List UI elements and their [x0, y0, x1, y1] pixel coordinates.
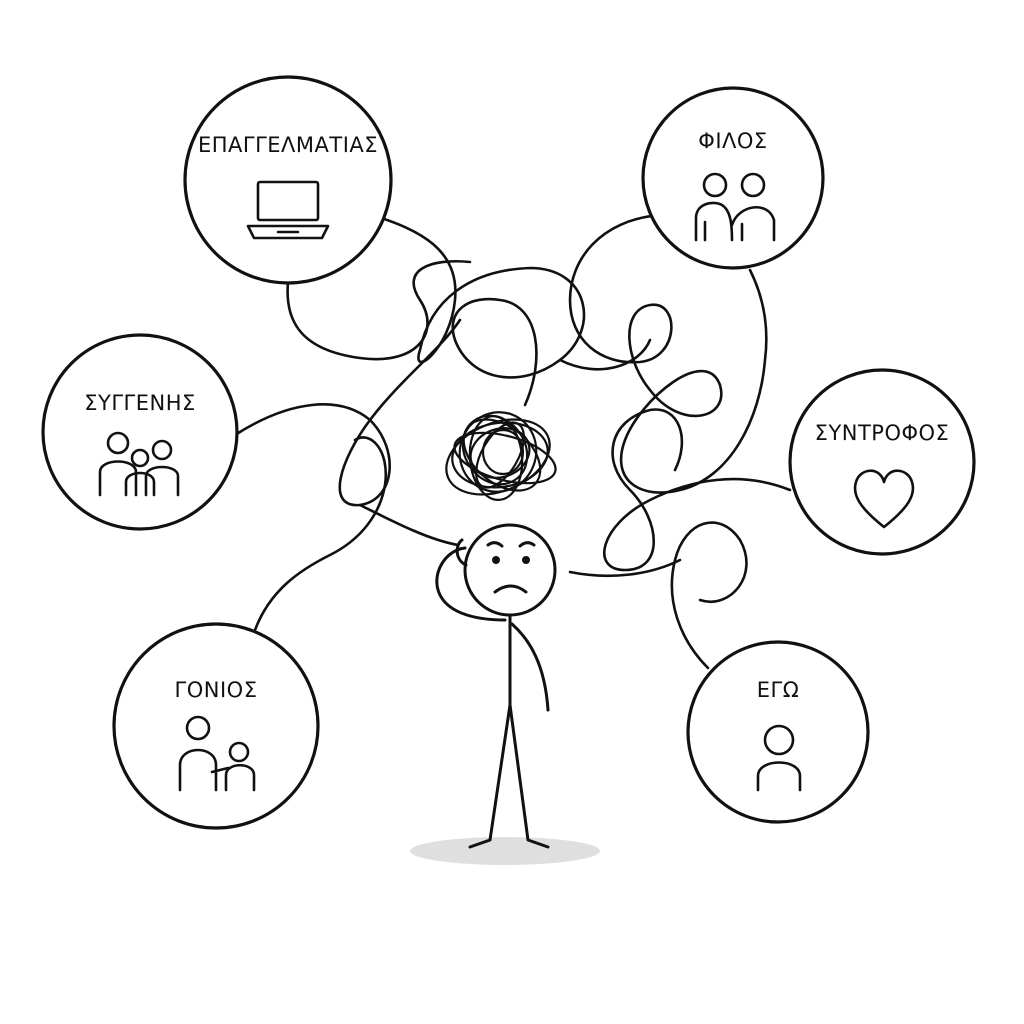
node-professional-circle [183, 75, 393, 285]
node-partner: ΣΥΝΤΡΟΦΟΣ [788, 368, 976, 556]
node-parent: ΓΟΝΙΟΣ [112, 622, 320, 830]
family-icon [98, 431, 180, 497]
node-professional-label: ΕΠΑΓΓΕΛΜΑΤΙΑΣ [198, 133, 378, 157]
thread-relative [233, 318, 462, 507]
thread-professional-2 [286, 260, 472, 361]
confused-stick-figure [435, 523, 557, 849]
thread-parent [253, 436, 388, 632]
figure-head [463, 523, 557, 617]
tangled-scribble-icon [445, 411, 557, 502]
thread-partner [603, 408, 792, 572]
node-self-label: ΕΓΩ [757, 678, 800, 702]
node-relative-circle [41, 333, 239, 531]
thread-self [670, 521, 748, 670]
two-friends-icon [694, 172, 776, 242]
node-friend-circle [641, 86, 825, 270]
node-relative: ΣΥΓΓΕΝΗΣ [41, 333, 239, 531]
laptop-icon [246, 180, 330, 240]
node-partner-label: ΣΥΝΤΡΟΦΟΣ [815, 421, 950, 445]
node-professional: ΕΠΑΓΓΕΛΜΑΤΙΑΣ [183, 75, 393, 285]
thread-professional [370, 213, 586, 407]
node-parent-label: ΓΟΝΙΟΣ [175, 678, 258, 702]
thread-friend-2 [558, 338, 652, 371]
node-friend-label: ΦΙΛΟΣ [698, 129, 767, 153]
node-self-circle [686, 640, 870, 824]
heart-icon [853, 469, 915, 529]
thread-relative-2 [358, 503, 460, 547]
thread-partner-2 [568, 558, 682, 578]
person-icon [756, 724, 802, 792]
tangled-threads [233, 213, 792, 670]
parent-child-icon [178, 715, 256, 792]
node-partner-circle [788, 368, 976, 556]
node-relative-label: ΣΥΓΓΕΝΗΣ [84, 391, 196, 415]
figure-shadow [410, 837, 600, 865]
node-parent-circle [112, 622, 320, 830]
node-self: ΕΓΩ [686, 640, 870, 824]
node-friend: ΦΙΛΟΣ [641, 86, 825, 270]
thread-friend [568, 213, 768, 494]
